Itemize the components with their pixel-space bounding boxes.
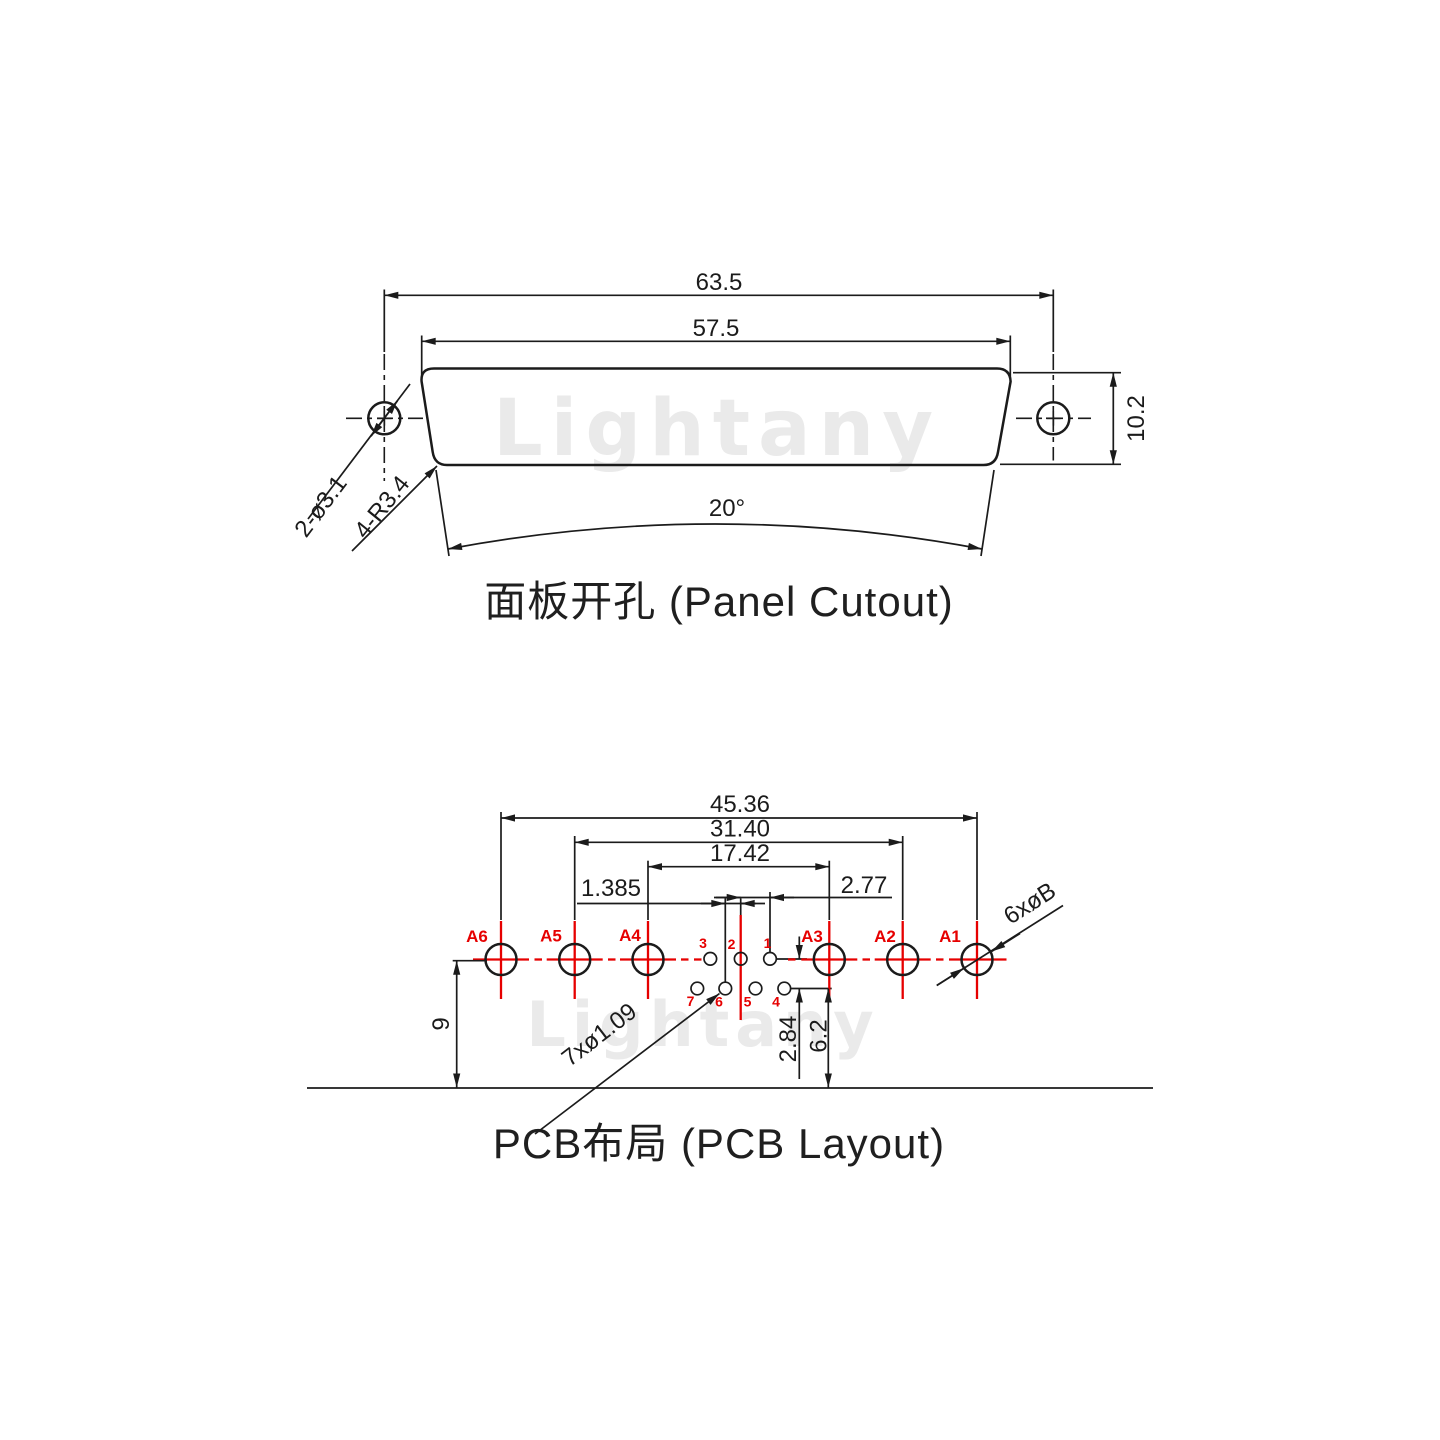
pin-7 <box>690 981 705 996</box>
contact-a6-label: A6 <box>466 927 488 946</box>
dim-6-2-text: 6.2 <box>806 1019 833 1052</box>
dim-2-84-text: 2.84 <box>775 1016 802 1063</box>
power-contacts: A6 A5 A4 A3 A2 A1 <box>466 921 994 999</box>
dim-angle-20: 20° <box>435 469 995 557</box>
watermark-top: Lightany <box>493 384 941 474</box>
contact-a4-label: A4 <box>619 926 641 945</box>
contact-a1 <box>960 942 994 977</box>
pin-4-label: 4 <box>772 994 780 1010</box>
dim-31-40: 31.40 <box>573 816 904 920</box>
label-power-holes: 6xøB <box>999 877 1061 930</box>
pin-1-label: 1 <box>764 935 772 951</box>
contact-a5-label: A5 <box>540 927 562 946</box>
label-mount-holes: 2-ø3.1 <box>289 471 352 543</box>
dim-17-42: 17.42 <box>647 840 831 920</box>
dim-45-36-text: 45.36 <box>710 791 770 818</box>
pin-5 <box>748 981 763 996</box>
pin-2-label: 2 <box>728 936 736 952</box>
dim-6-2: 6.2 <box>806 988 833 1088</box>
pin-4 <box>777 981 792 996</box>
pin-1 <box>762 951 778 966</box>
panel-cutout-title: 面板开孔 (Panel Cutout) <box>484 578 953 625</box>
label-corner-radius: 4-R3.4 <box>349 471 415 544</box>
pin-5-label: 5 <box>744 994 752 1010</box>
contact-a1-label: A1 <box>939 927 961 946</box>
contact-a3-label: A3 <box>801 927 823 946</box>
pin-3-label: 3 <box>699 935 707 951</box>
dim-2-77: 2.77 <box>714 872 892 902</box>
contact-a5 <box>557 942 592 977</box>
contact-a6 <box>484 942 518 977</box>
pin-6 <box>718 981 733 996</box>
dim-45-36: 45.36 <box>500 791 978 920</box>
leader-corner-radius: 4-R3.4 <box>349 465 438 552</box>
dim-10-2: 10.2 <box>1000 371 1150 466</box>
contact-a3 <box>812 942 847 977</box>
dim-63-5: 63.5 <box>383 269 1055 352</box>
dim-1-385: 1.385 <box>577 875 765 908</box>
pin-7-label: 7 <box>687 993 695 1009</box>
contact-a4 <box>631 942 665 977</box>
pcb-layout-title: PCB布局 (PCB Layout) <box>493 1120 945 1167</box>
dim-17-42-text: 17.42 <box>710 840 770 867</box>
dim-57-5: 57.5 <box>420 315 1012 379</box>
pcb-layout-view: 45.36 31.40 17.42 2.77 1.385 <box>307 791 1153 1167</box>
contact-a2 <box>885 942 920 977</box>
dim-9: 9 <box>428 959 487 1088</box>
dim-57-5-text: 57.5 <box>693 315 740 342</box>
contact-a2-label: A2 <box>874 927 896 946</box>
cutout-outline <box>420 367 1012 467</box>
dim-2-77-text: 2.77 <box>841 872 888 899</box>
pin-2 <box>733 951 748 966</box>
dim-10-2-text: 10.2 <box>1123 395 1150 442</box>
pin-3 <box>703 951 718 966</box>
dim-63-5-text: 63.5 <box>696 269 743 296</box>
leader-mount-holes: 2-ø3.1 <box>289 383 411 543</box>
mount-hole-right <box>1016 354 1091 461</box>
dim-9-text: 9 <box>428 1017 455 1030</box>
watermark-bottom: Lightany <box>526 988 879 1061</box>
dim-31-40-text: 31.40 <box>710 816 770 843</box>
dim-2-84: 2.84 <box>775 936 803 1079</box>
dim-1-385-text: 1.385 <box>581 875 641 902</box>
dim-angle-text: 20° <box>709 495 745 522</box>
